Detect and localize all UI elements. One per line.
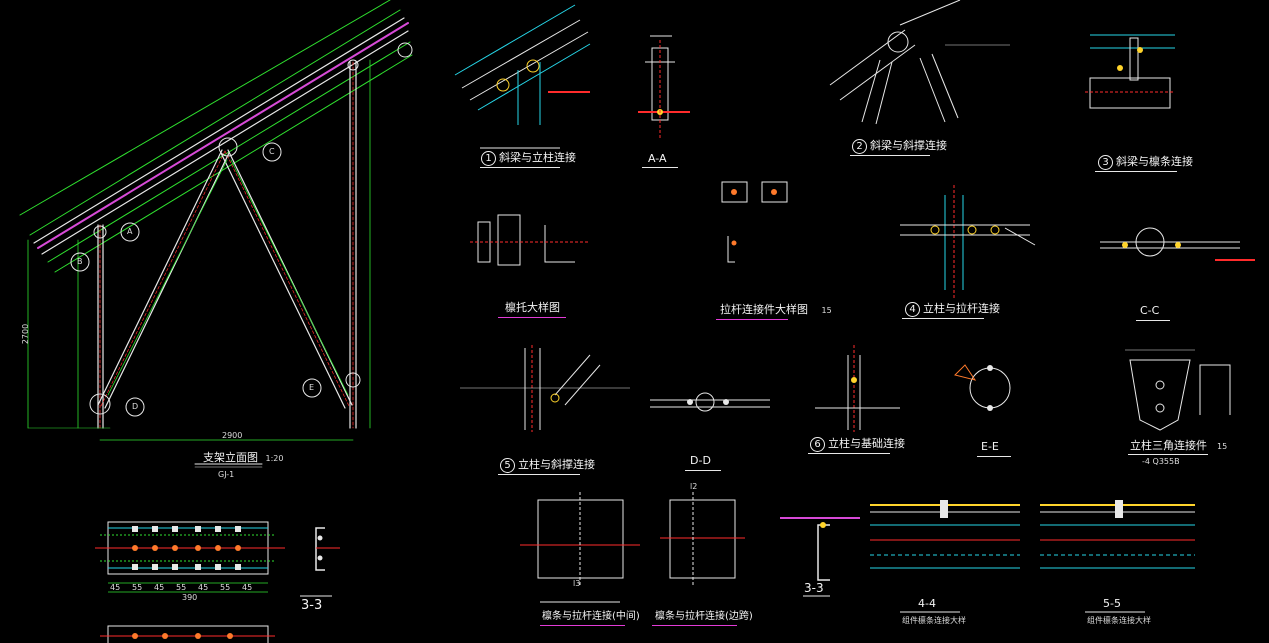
detail-6-title: 立柱与基础连接 xyxy=(828,437,905,450)
main-elevation-scale: 1:20 xyxy=(265,454,284,463)
triangle-connector-sub: -4 Q355B xyxy=(1142,457,1180,466)
triangle-connector-underline xyxy=(1128,454,1208,455)
section-44-sub: 组件檩条连接大样 xyxy=(902,616,966,625)
callout-e: E xyxy=(309,383,315,392)
section-dd-title: D-D xyxy=(690,454,711,467)
detail-4-title: 立柱与拉杆连接 xyxy=(923,302,1000,315)
section-cc-title: C-C xyxy=(1140,304,1160,317)
detail-5-title: 立柱与斜撑连接 xyxy=(518,458,595,471)
mark-l3: l3 xyxy=(573,579,581,588)
purlin-plan-dim: 45 xyxy=(110,583,121,592)
purlin-plan-dim: 55 xyxy=(132,583,143,592)
detail-6-underline xyxy=(808,453,890,454)
main-elevation xyxy=(19,0,413,468)
section-33-b-title: 3-3 xyxy=(804,581,824,595)
main-elevation-title: 支架立面图 1:20 xyxy=(203,452,283,463)
section-55-sub: 组件檩条连接大样 xyxy=(1087,616,1151,625)
purlin-plan-dim: 45 xyxy=(154,583,165,592)
detail-5-drawing xyxy=(460,345,630,432)
triangle-connector-suffix: 15 xyxy=(1217,442,1228,451)
triangle-connector-label: 立柱三角连接件 15 xyxy=(1130,440,1227,451)
purlin-plan-dim: 45 xyxy=(242,583,253,592)
detail-6-drawing xyxy=(815,345,900,432)
tie-connector-detail xyxy=(721,181,788,263)
purlin-tie-end-drawing xyxy=(660,492,745,585)
tie-connector-underline xyxy=(716,319,788,320)
section-aa-title: A-A xyxy=(648,152,667,165)
callout-d: D xyxy=(132,402,139,411)
detail-2-underline xyxy=(850,155,930,156)
mark-l2: l2 xyxy=(690,482,698,491)
tie-connector-title: 拉杆连接件大样图 xyxy=(720,303,808,316)
triangle-connector-title: 立柱三角连接件 xyxy=(1130,439,1207,452)
purlin-tie-middle-drawing xyxy=(520,492,640,603)
detail-3-underline xyxy=(1095,171,1177,172)
section-55-drawing xyxy=(1040,500,1195,613)
detail-3-title: 斜梁与檩条连接 xyxy=(1116,155,1193,168)
purlin-support-title: 檩托大样图 xyxy=(505,301,560,314)
section-ee-underline xyxy=(977,456,1011,457)
section-ee-title: E-E xyxy=(981,440,999,453)
section-44-drawing xyxy=(870,500,1020,613)
detail-5-underline xyxy=(498,474,580,475)
section-ee-drawing xyxy=(954,364,1011,411)
detail-6-number: 6 xyxy=(810,437,825,452)
section-55-title: 5-5 xyxy=(1103,597,1121,610)
tie-connector-suffix: 15 xyxy=(821,306,832,315)
section-cc-underline xyxy=(1136,320,1170,321)
purlin-plan-dim: 55 xyxy=(220,583,231,592)
callout-b: B xyxy=(77,257,83,266)
section-aa-drawing xyxy=(638,35,690,140)
section-33-b-drawing xyxy=(780,517,860,597)
purlin-support-underline xyxy=(498,317,566,318)
purlin-tie-middle-title: 檩条与拉杆连接(中间) xyxy=(542,611,640,622)
section-44-title: 4-4 xyxy=(918,597,936,610)
main-elevation-width-dim: 2900 xyxy=(222,431,243,440)
detail-3-number: 3 xyxy=(1098,155,1113,170)
section-33-a-title: 3-3 xyxy=(301,598,323,613)
purlin-plan-dim: 45 xyxy=(198,583,209,592)
purlin-tie-end-title: 檩条与拉杆连接(边跨) xyxy=(655,611,753,622)
main-elevation-code: GJ-1 xyxy=(218,470,235,479)
detail-1-number: 1 xyxy=(481,151,496,166)
detail-4-drawing xyxy=(900,185,1036,298)
section-dd-drawing xyxy=(650,392,770,412)
purlin-plan-dim: 55 xyxy=(176,583,187,592)
detail-2-title: 斜梁与斜撑连接 xyxy=(870,139,947,152)
detail-1-drawing xyxy=(454,4,591,149)
callout-a: A xyxy=(127,227,133,236)
callout-c: C xyxy=(269,147,275,156)
triangle-connector-drawing xyxy=(1125,349,1231,431)
purlin-tie-end-underline xyxy=(652,625,737,626)
section-dd-underline xyxy=(685,470,721,471)
detail-4-number: 4 xyxy=(905,302,920,317)
main-elevation-title-text: 支架立面图 xyxy=(203,451,258,464)
section-aa-underline xyxy=(642,167,678,168)
section-cc-drawing xyxy=(1100,227,1255,261)
purlin-tie-middle-underline xyxy=(540,625,625,626)
purlin-plan xyxy=(95,521,340,643)
detail-2-drawing xyxy=(829,0,1010,125)
detail-1-underline xyxy=(480,167,560,168)
detail-4-underline xyxy=(902,318,984,319)
detail-2-number: 2 xyxy=(852,139,867,154)
detail-3-drawing xyxy=(1085,34,1175,109)
detail-5-number: 5 xyxy=(500,458,515,473)
tie-connector-label: 拉杆连接件大样图 15 xyxy=(720,304,832,315)
purlin-support-detail xyxy=(470,214,590,266)
main-elevation-height-dim: 2700 xyxy=(21,323,31,345)
detail-1-title: 斜梁与立柱连接 xyxy=(499,151,576,164)
purlin-plan-total: 390 xyxy=(182,593,198,602)
